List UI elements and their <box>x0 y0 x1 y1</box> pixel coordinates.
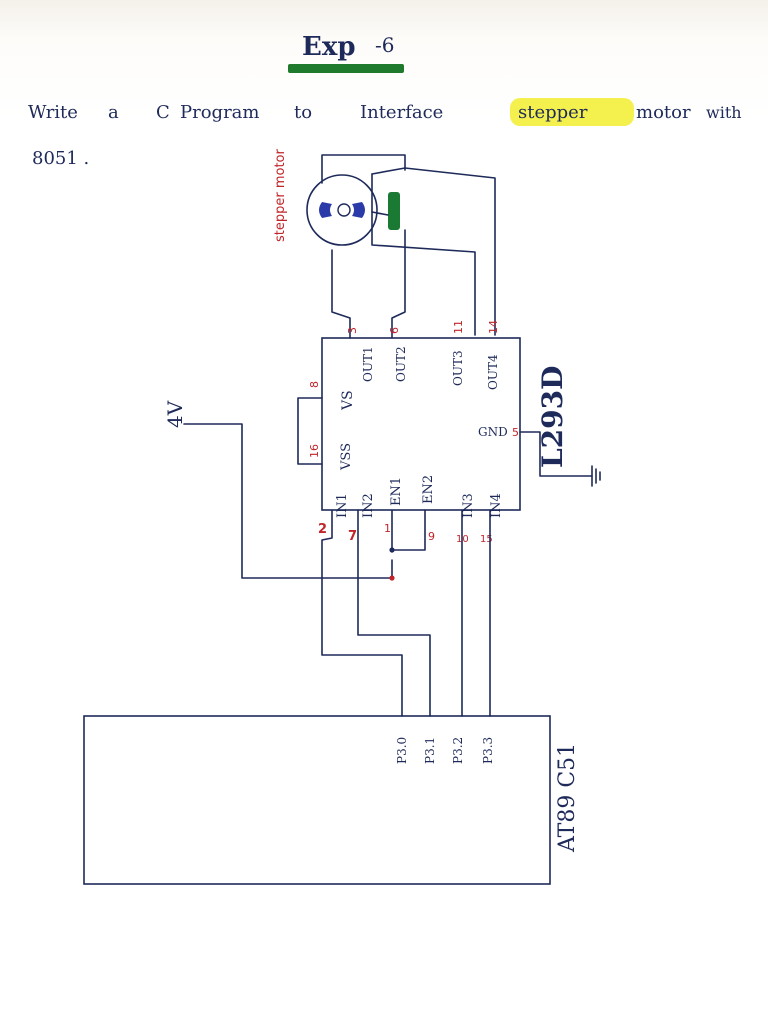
input-pin-labels: IN1 IN2 EN1 EN2 IN3 IN4 <box>335 475 504 518</box>
vss-label: VSS <box>339 443 354 471</box>
in1-label: IN1 <box>335 493 350 518</box>
en2-label: EN2 <box>421 475 436 504</box>
en2-pin: 9 <box>428 530 435 543</box>
gnd-pin: 5 <box>512 426 519 439</box>
mcu-name: AT89 C51 <box>555 743 580 853</box>
out4-label: OUT4 <box>486 354 500 390</box>
out4-pin: 14 <box>487 320 500 334</box>
stepper-highlight <box>510 98 634 126</box>
experiment-number: -6 <box>375 33 394 57</box>
port-p30: P3.0 <box>395 737 409 764</box>
en1-pin: 1 <box>384 522 391 535</box>
title-underline <box>288 64 404 73</box>
mcu-port-labels: P3.0 P3.1 P3.2 P3.3 <box>395 737 495 764</box>
aim-word-3: C <box>156 102 170 123</box>
aim-word-8: motor <box>636 102 691 123</box>
out3-pin: 11 <box>452 320 465 334</box>
vs-pin: 8 <box>308 381 321 388</box>
out3-label: OUT3 <box>451 350 465 386</box>
aim-word-9: with <box>706 103 742 122</box>
in4-pin: 15 <box>480 534 493 545</box>
ic-name: L293D <box>536 366 569 468</box>
aim-word-7: stepper <box>518 102 588 123</box>
port-p31: P3.1 <box>423 737 437 764</box>
experiment-title: Exp <box>302 32 356 62</box>
in1-pin: 2 <box>318 522 327 537</box>
out1-label: OUT1 <box>361 346 375 382</box>
vs-label: VS <box>340 390 356 411</box>
input-pin-numbers: 2 7 1 9 10 15 <box>318 522 493 545</box>
output-pin-numbers: 3 6 11 14 <box>346 320 500 334</box>
l293d-ic <box>321 337 521 511</box>
aim-word-6: Interface <box>360 102 443 123</box>
stepper-motor-label: stepper motor <box>273 148 288 242</box>
en1-label: EN1 <box>389 477 404 506</box>
in2-label: IN2 <box>361 493 376 518</box>
gnd-label: GND <box>478 425 508 439</box>
in2-pin: 7 <box>348 529 357 544</box>
aim-word-1: Write <box>28 102 78 123</box>
vss-pin: 16 <box>308 444 321 458</box>
aim-line-2: 8051 . <box>32 148 89 169</box>
aim-word-5: to <box>294 102 312 123</box>
at89c51-mcu <box>83 715 551 885</box>
aim-word-4: Program <box>180 102 259 123</box>
ground-icon <box>591 465 601 487</box>
out2-label: OUT2 <box>394 346 408 382</box>
port-p32: P3.2 <box>451 737 465 764</box>
in3-label: IN3 <box>461 493 476 518</box>
output-pin-labels: OUT1 OUT2 OUT3 OUT4 <box>361 346 500 390</box>
out2-pin: 6 <box>388 327 401 334</box>
port-p33: P3.3 <box>481 737 495 764</box>
in4-label: IN4 <box>489 493 504 518</box>
supply-label: 4V <box>163 400 187 428</box>
stepper-motor <box>306 174 400 246</box>
aim-word-2: a <box>108 102 119 123</box>
out1-pin: 3 <box>346 327 359 334</box>
